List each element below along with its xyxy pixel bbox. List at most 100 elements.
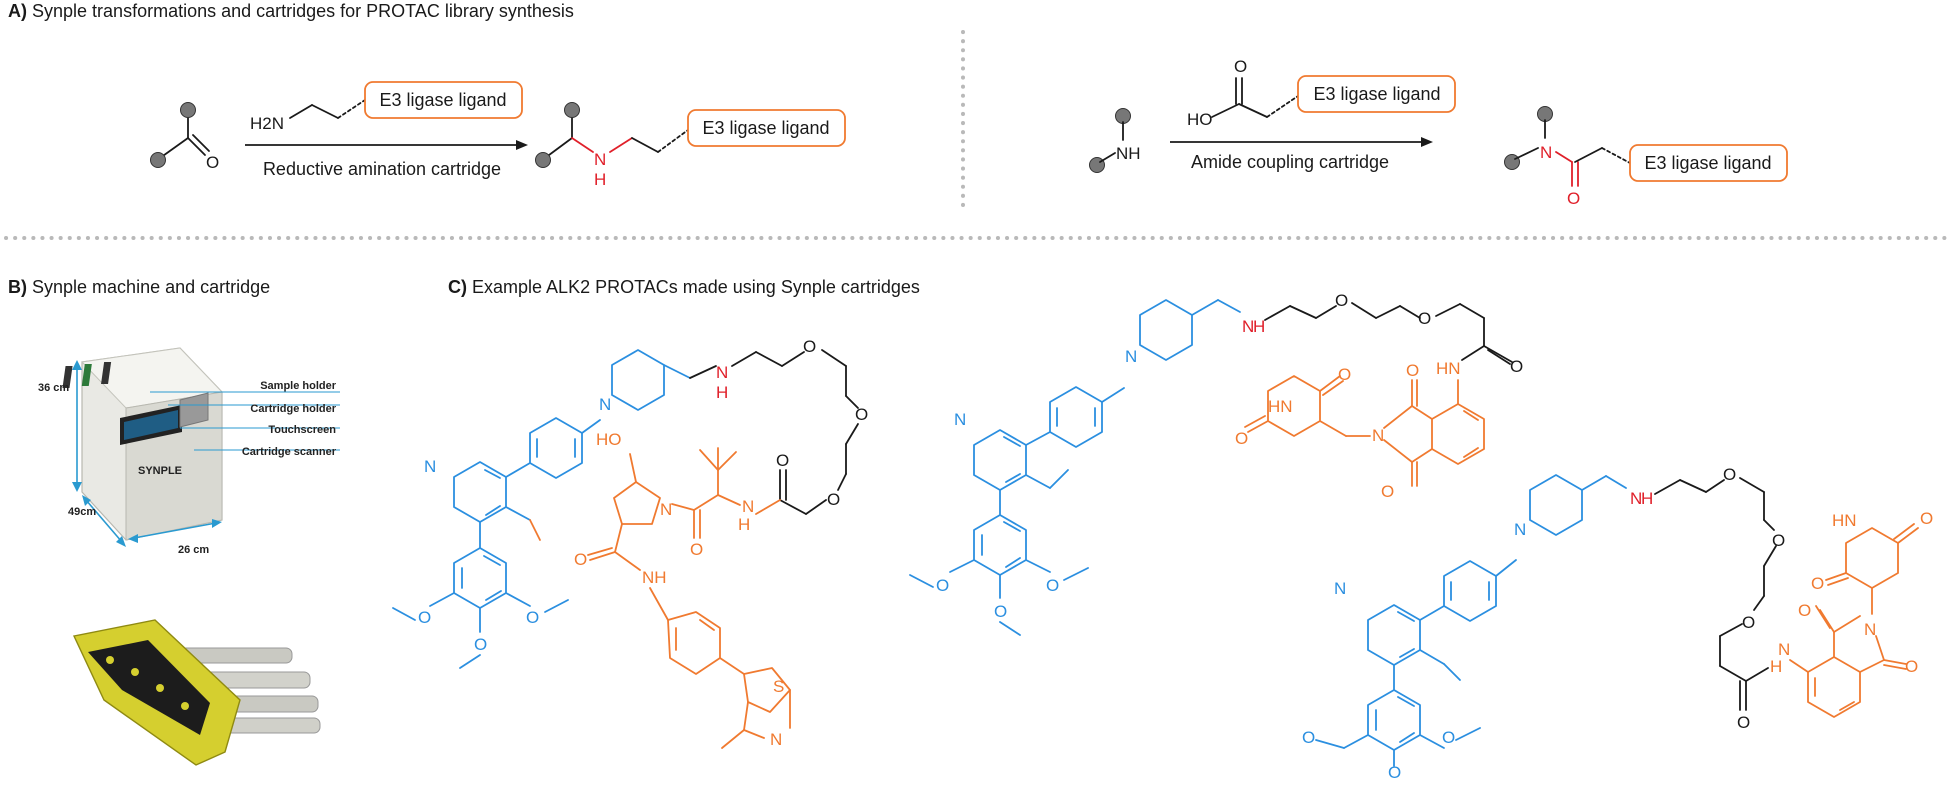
protac3-o: O [1302,728,1315,747]
protac1-nh: H [738,515,750,534]
amine-h2n: H2N [250,114,284,133]
aldehyde-o: O [206,153,219,172]
protac3-linker-n: N [1630,489,1642,508]
acid-tag-text: E3 ligase ligand [1313,84,1440,104]
acid-tag-box [1297,75,1456,113]
protac2-o: O [1510,357,1523,376]
protac1-amide-n: N [742,497,754,516]
protac1-o: O [418,608,431,627]
panel-c-title-text: Example ALK2 PROTACs made using Synple c… [472,277,920,297]
protac1-o: O [574,550,587,569]
panel-a: A) Synple transformations and cartridges… [4,1,1949,240]
acid-o: O [1234,57,1247,76]
protac1-o: O [776,451,789,470]
protac3-pyridine-n: N [1334,579,1346,598]
cartridge-illustration [72,619,321,766]
amide-tag-text: E3 ligase ligand [1644,153,1771,173]
protac2-glutarimide-hn: HN [1268,397,1293,416]
protac-2-structure: O O O N N N H [909,291,1523,636]
protac1-pyrrolidine-n: N [660,500,672,519]
protac3-o: O [1772,531,1785,550]
bead-icon [150,152,166,168]
protac2-o: O [994,602,1007,621]
protac2-o: O [1338,365,1351,384]
panel-c-title: C) Example ALK2 PROTACs made using Synpl… [448,277,920,297]
protac1-ho: HO [596,430,622,449]
dim-height: 36 cm [38,382,69,394]
amide-arrow-label: Amide coupling cartridge [1191,152,1389,172]
amide-o: O [1567,189,1580,208]
amide-product: N O E3 ligase ligand [1504,106,1788,208]
arrow-head-icon [516,140,528,150]
panel-c: C) Example ALK2 PROTACs made using Synpl… [392,277,1933,782]
protac3-o: O [1442,728,1455,747]
amine-reagent: H2N E3 ligase ligand [250,81,523,133]
protac3-o: O [1723,465,1736,484]
product-h: H [594,170,606,189]
protac2-linker-n: N [1242,317,1254,336]
protac2-pyridine-n: N [954,410,966,429]
protac3-linker-h: H [1641,489,1653,508]
protac1-pyridine-n: N [424,457,436,476]
protac3-o: O [1742,613,1755,632]
protac2-o: O [1406,361,1419,380]
protac2-hn: HN [1436,359,1461,378]
reductive-product: N H E3 ligase ligand [535,102,846,189]
panel-b: B) Synple machine and cartridge SYNPLE S… [8,277,340,766]
machine-brand: SYNPLE [138,465,182,477]
amine-start: NH [1089,108,1141,173]
dim-depth: 49cm [68,506,96,518]
synple-machine-illustration: SYNPLE [62,347,224,541]
protac3-o: O [1737,713,1750,732]
bead-icon [1504,154,1520,170]
bead-icon [180,102,196,118]
product-n: N [594,150,606,169]
bead-icon [535,152,551,168]
machine-dimensions: 36 cm 49cm 26 cm [38,360,222,556]
reagent-tag-box [364,81,523,119]
protac1-o: O [803,337,816,356]
protac2-o: O [1418,309,1431,328]
protac2-linker-h: H [1253,317,1265,336]
amide-tag-box [1629,144,1788,182]
protac1-linker-n: N [716,363,728,382]
protac1-amide-nh: NH [642,568,667,587]
protac1-o: O [526,608,539,627]
dim-width: 26 cm [178,544,209,556]
panel-a-title: A) Synple transformations and cartridges… [8,1,574,21]
protac3-piperidine-n: N [1514,520,1526,539]
acid-reagent: O HO E3 ligase ligand [1187,57,1456,129]
protac-3-structure: O O O N N N H O [1302,465,1933,782]
protac1-s: S [773,677,784,696]
protac2-o: O [936,576,949,595]
protac3-o: O [1388,763,1401,782]
product-tag-text: E3 ligase ligand [702,118,829,138]
protac2-o: O [1335,291,1348,310]
protac3-imide-n: N [1864,620,1876,639]
protac2-o: O [1235,429,1248,448]
protac3-amide-n: N [1778,640,1790,659]
protac1-o: O [855,405,868,424]
start-nh: NH [1116,144,1141,163]
aldehyde-start: O [150,102,219,172]
protac3-glutarimide-hn: HN [1832,511,1857,530]
protac3-o: O [1920,509,1933,528]
protac2-piperidine-n: N [1125,347,1137,366]
panel-a-title-text: Synple transformations and cartridges fo… [32,1,574,21]
callout-sample-holder: Sample holder [260,380,337,392]
product-tag-box [687,109,846,147]
protac2-o: O [1046,576,1059,595]
protac1-piperidine-n: N [599,395,611,414]
protac-1-structure: O O O N N N H [392,337,868,749]
protac1-o: O [690,540,703,559]
panel-a-letter: A) [8,1,27,21]
protac2-o: O [1381,482,1394,501]
protac1-thiazole-n: N [770,730,782,749]
panel-b-letter: B) [8,277,27,297]
protac3-o: O [1811,574,1824,593]
callout-cartridge-scanner: Cartridge scanner [242,446,337,458]
callout-touchscreen: Touchscreen [268,424,336,436]
protac3-o: O [1798,601,1811,620]
protac1-linker-h: H [716,383,728,402]
panel-b-title-text: Synple machine and cartridge [32,277,270,297]
